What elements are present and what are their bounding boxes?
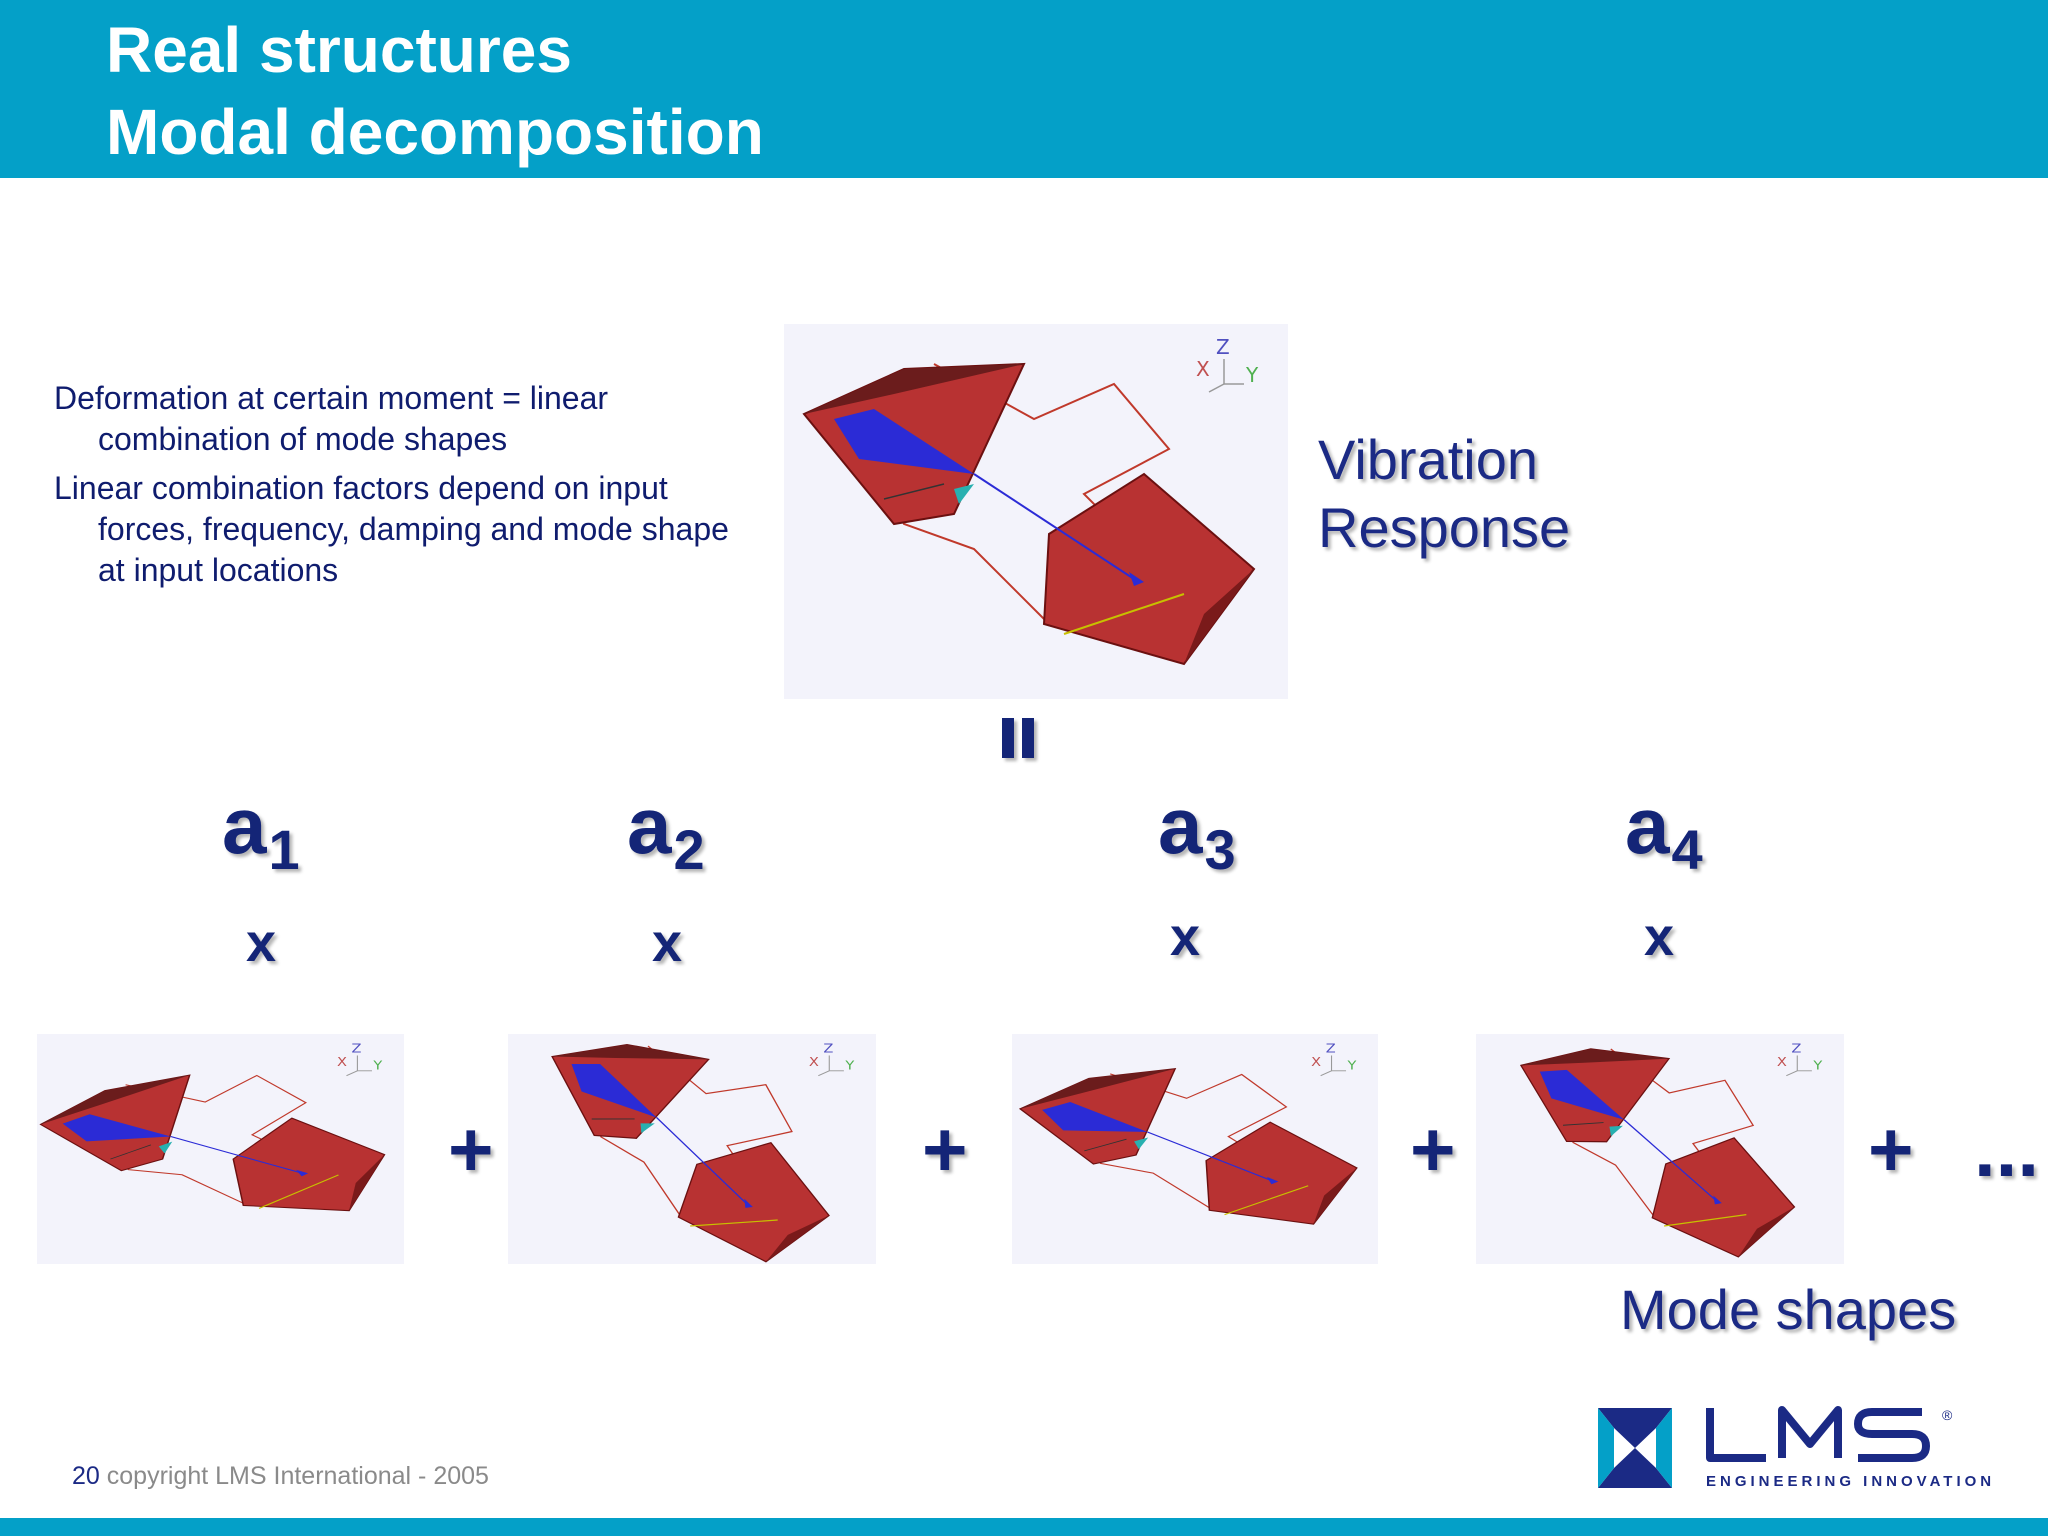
vibration-response-label: Vibration Response: [1318, 426, 1570, 562]
axis-label-y: Y: [372, 1060, 383, 1074]
copyright-text: copyright LMS International - 2005: [106, 1462, 489, 1490]
registered-mark: ®: [1942, 1407, 1953, 1423]
bullet-list: Deformation at certain moment = linear c…: [54, 378, 744, 599]
coefficient-a2-symbol: a: [627, 781, 672, 870]
axis-label-x: X: [337, 1056, 347, 1070]
equals-sign: [1002, 718, 1036, 758]
coefficient-a1-index: 1: [268, 818, 300, 881]
slide-title-line-2: Modal decomposition: [106, 96, 764, 168]
multiply-sign-1: x: [246, 913, 277, 973]
coefficient-a1-symbol: a: [222, 781, 267, 870]
structure-drawing: X YZ: [802, 335, 1259, 666]
coefficient-a3-index: 3: [1204, 818, 1236, 881]
axis-label-x: X: [1196, 357, 1210, 381]
axis-label-z: Z: [1326, 1042, 1336, 1056]
axis-label-y: Y: [1245, 363, 1259, 387]
axis-label-z: Z: [1791, 1041, 1801, 1056]
structure-drawing: X YZ: [39, 1042, 386, 1212]
axis-label-x: X: [809, 1055, 819, 1070]
plus-sign-4: +: [1868, 1105, 1914, 1193]
coefficient-a4-index: 4: [1671, 818, 1703, 881]
structure-drawing: X YZ: [1018, 1042, 1358, 1225]
plus-sign-1: +: [448, 1105, 494, 1193]
axis-label-y: Y: [844, 1059, 855, 1074]
mode-shapes-label: Mode shapes: [1620, 1278, 1957, 1341]
vibration-label-line-1: Vibration: [1318, 428, 1539, 491]
multiply-sign-3: x: [1170, 907, 1201, 967]
lms-logo: ®: [1598, 1406, 1953, 1488]
coefficient-a1: a1: [222, 786, 300, 878]
coefficient-a2-index: 2: [673, 818, 705, 881]
coefficient-a2: a2: [627, 786, 705, 878]
coefficient-a4: a4: [1625, 786, 1703, 878]
lms-logo-letters: [1706, 1406, 1930, 1462]
structure-drawing: X YZ: [551, 1041, 855, 1263]
axis-label-y: Y: [1812, 1059, 1823, 1074]
axis-label-y: Y: [1346, 1060, 1357, 1074]
lms-logo-mark: [1598, 1408, 1672, 1488]
bullet-combination-factors: Linear combination factors depend on inp…: [54, 470, 729, 588]
coefficient-a3-symbol: a: [1158, 781, 1203, 870]
plus-sign-3: +: [1410, 1105, 1456, 1193]
logo-tagline: ENGINEERING INNOVATION: [1706, 1473, 1996, 1490]
plus-sign-2: +: [922, 1105, 968, 1193]
vibration-label-line-2: Response: [1318, 496, 1571, 559]
bullet-deformation: Deformation at certain moment = linear c…: [54, 380, 609, 457]
structure-drawing: X YZ: [1519, 1041, 1823, 1258]
title-bar: Real structures Modal decomposition: [0, 0, 2048, 178]
footer-copyright: 20 copyright LMS International - 2005: [72, 1462, 489, 1491]
ellipsis: ...: [1974, 1105, 2040, 1193]
multiply-sign-4: x: [1644, 907, 1675, 967]
axis-label-z: Z: [1216, 335, 1230, 359]
multiply-sign-2: x: [652, 913, 683, 973]
bottom-bar: [0, 1518, 2048, 1536]
axis-label-x: X: [1777, 1055, 1787, 1070]
coefficient-a3: a3: [1158, 786, 1236, 878]
slide-title-line-1: Real structures: [106, 14, 572, 86]
axis-label-z: Z: [352, 1042, 362, 1056]
axis-label-x: X: [1311, 1056, 1321, 1070]
coefficient-a4-symbol: a: [1625, 781, 1670, 870]
page-number: 20: [72, 1462, 100, 1490]
axis-label-z: Z: [823, 1041, 833, 1056]
